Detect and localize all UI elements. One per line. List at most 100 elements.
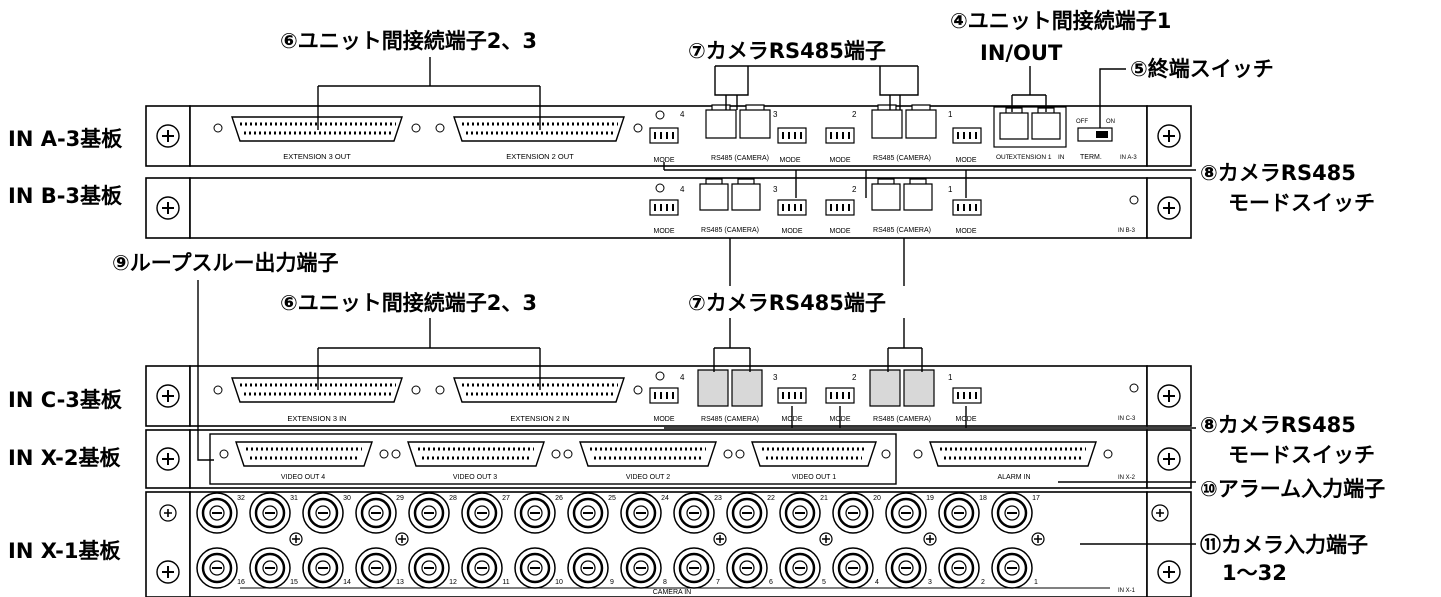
callout-mode-switch-bottom-2: モードスイッチ bbox=[1228, 443, 1375, 467]
bnc-channel-number: 6 bbox=[769, 579, 773, 586]
mode-dip-switch[interactable] bbox=[777, 199, 807, 216]
channel-number: 1 bbox=[948, 110, 953, 119]
bnc-camera-input[interactable] bbox=[567, 492, 609, 534]
bnc-channel-number: 11 bbox=[502, 579, 509, 586]
mode-label: MODE bbox=[956, 157, 977, 164]
bnc-camera-input[interactable] bbox=[461, 492, 503, 534]
bnc-camera-input[interactable] bbox=[302, 492, 344, 534]
panel-in-a3: EXTENSION 3 OUT EXTENSION 2 OUT 4 MODE R… bbox=[145, 104, 1192, 167]
bnc-camera-input[interactable] bbox=[408, 547, 450, 589]
screw-icon bbox=[156, 196, 180, 220]
label-rs485: RS485 (CAMERA) bbox=[711, 155, 769, 162]
rs485-port-pair[interactable] bbox=[699, 178, 761, 211]
mode-dip-switch[interactable] bbox=[952, 127, 982, 144]
rs485-port-pair[interactable] bbox=[705, 104, 771, 139]
mode-dip-switch[interactable] bbox=[952, 387, 982, 404]
bnc-camera-input[interactable] bbox=[832, 547, 874, 589]
bnc-camera-input[interactable] bbox=[514, 492, 556, 534]
bnc-camera-input[interactable] bbox=[673, 492, 715, 534]
mode-dip-switch[interactable] bbox=[777, 387, 807, 404]
screw-icon bbox=[1031, 532, 1045, 546]
screw-icon bbox=[156, 560, 180, 584]
bnc-camera-input[interactable] bbox=[885, 547, 927, 589]
rs485-port-pair[interactable] bbox=[871, 104, 937, 139]
label-on: ON bbox=[1106, 119, 1115, 125]
bnc-camera-input[interactable] bbox=[620, 547, 662, 589]
leader-lines bbox=[197, 57, 1196, 545]
bnc-camera-input[interactable] bbox=[620, 492, 662, 534]
bnc-camera-input[interactable] bbox=[991, 547, 1033, 589]
mode-dip-switch[interactable] bbox=[649, 199, 679, 216]
channel-number: 3 bbox=[773, 185, 778, 194]
label-extension-1: EXTENSION 1 bbox=[1009, 154, 1052, 161]
bnc-camera-input[interactable] bbox=[249, 547, 291, 589]
bnc-camera-input[interactable] bbox=[408, 492, 450, 534]
bnc-channel-number: 14 bbox=[343, 579, 351, 586]
bnc-camera-input[interactable] bbox=[355, 492, 397, 534]
bnc-camera-input[interactable] bbox=[355, 547, 397, 589]
bnc-channel-number: 4 bbox=[875, 579, 879, 586]
bnc-camera-input[interactable] bbox=[196, 547, 238, 589]
mode-label: MODE bbox=[780, 157, 801, 164]
mode-dip-switch[interactable] bbox=[825, 127, 855, 144]
extension-2-out-connector bbox=[435, 116, 643, 142]
bnc-channel-number: 8 bbox=[663, 579, 667, 586]
bnc-camera-input[interactable] bbox=[938, 547, 980, 589]
bnc-camera-input[interactable] bbox=[832, 492, 874, 534]
bnc-channel-number: 32 bbox=[237, 495, 245, 502]
bnc-camera-input[interactable] bbox=[196, 492, 238, 534]
bnc-channel-number: 26 bbox=[555, 495, 563, 502]
mode-dip-switch[interactable] bbox=[649, 387, 679, 404]
mode-dip-switch[interactable] bbox=[825, 199, 855, 216]
bnc-channel-number: 7 bbox=[716, 579, 720, 586]
mode-dip-switch[interactable] bbox=[825, 387, 855, 404]
bnc-camera-input[interactable] bbox=[302, 547, 344, 589]
panel-in-c3: EXTENSION 3 IN EXTENSION 2 IN 4 MODE RS4… bbox=[145, 365, 1192, 427]
bnc-camera-input[interactable] bbox=[779, 492, 821, 534]
bnc-camera-input[interactable] bbox=[673, 547, 715, 589]
bnc-camera-input[interactable] bbox=[249, 492, 291, 534]
channel-number: 4 bbox=[680, 185, 685, 194]
bnc-camera-input[interactable] bbox=[726, 547, 768, 589]
bnc-channel-number: 13 bbox=[396, 579, 404, 586]
callout-alarm-in: ⑩アラーム入力端子 bbox=[1200, 477, 1385, 501]
bnc-channel-number: 2 bbox=[981, 579, 985, 586]
extension-1-port-pair[interactable] bbox=[999, 107, 1061, 140]
rs485-port-pair[interactable] bbox=[697, 369, 763, 407]
mode-dip-switch[interactable] bbox=[777, 127, 807, 144]
bnc-channel-number: 12 bbox=[449, 579, 457, 586]
bnc-camera-input[interactable] bbox=[726, 492, 768, 534]
mode-dip-switch[interactable] bbox=[649, 127, 679, 144]
rs485-port-pair[interactable] bbox=[871, 178, 933, 211]
callout-mode-switch-top-1: ⑧カメラRS485 bbox=[1200, 161, 1356, 185]
bnc-camera-input[interactable] bbox=[461, 547, 503, 589]
label-extension-2-in: EXTENSION 2 IN bbox=[510, 414, 569, 423]
screw-icon bbox=[923, 532, 937, 546]
label-extension-2-out: EXTENSION 2 OUT bbox=[506, 152, 574, 161]
mode-dip-switch[interactable] bbox=[952, 199, 982, 216]
label-rs485: RS485 (CAMERA) bbox=[873, 155, 931, 162]
channel-number: 3 bbox=[773, 110, 778, 119]
channel-number: 1 bbox=[948, 373, 953, 382]
bnc-camera-input[interactable] bbox=[938, 492, 980, 534]
mode-label: MODE bbox=[956, 228, 977, 235]
channel-number: 3 bbox=[773, 373, 778, 382]
channel-number: 4 bbox=[680, 110, 685, 119]
bnc-camera-input[interactable] bbox=[567, 547, 609, 589]
bnc-camera-input[interactable] bbox=[885, 492, 927, 534]
screw-icon bbox=[289, 532, 303, 546]
rs485-port-pair[interactable] bbox=[869, 369, 935, 407]
bnc-channel-number: 25 bbox=[608, 495, 616, 502]
bnc-camera-input[interactable] bbox=[991, 492, 1033, 534]
bnc-camera-input[interactable] bbox=[779, 547, 821, 589]
extension-3-out-connector bbox=[213, 116, 421, 142]
label-in: IN bbox=[1058, 154, 1065, 161]
channel-number: 2 bbox=[852, 373, 857, 382]
bnc-channel-number: 29 bbox=[396, 495, 404, 502]
bnc-camera-input[interactable] bbox=[514, 547, 556, 589]
alarm-in-connector bbox=[913, 441, 1113, 467]
label-rs485: RS485 (CAMERA) bbox=[873, 227, 931, 234]
label-video-out-2: VIDEO OUT 2 bbox=[626, 474, 670, 481]
